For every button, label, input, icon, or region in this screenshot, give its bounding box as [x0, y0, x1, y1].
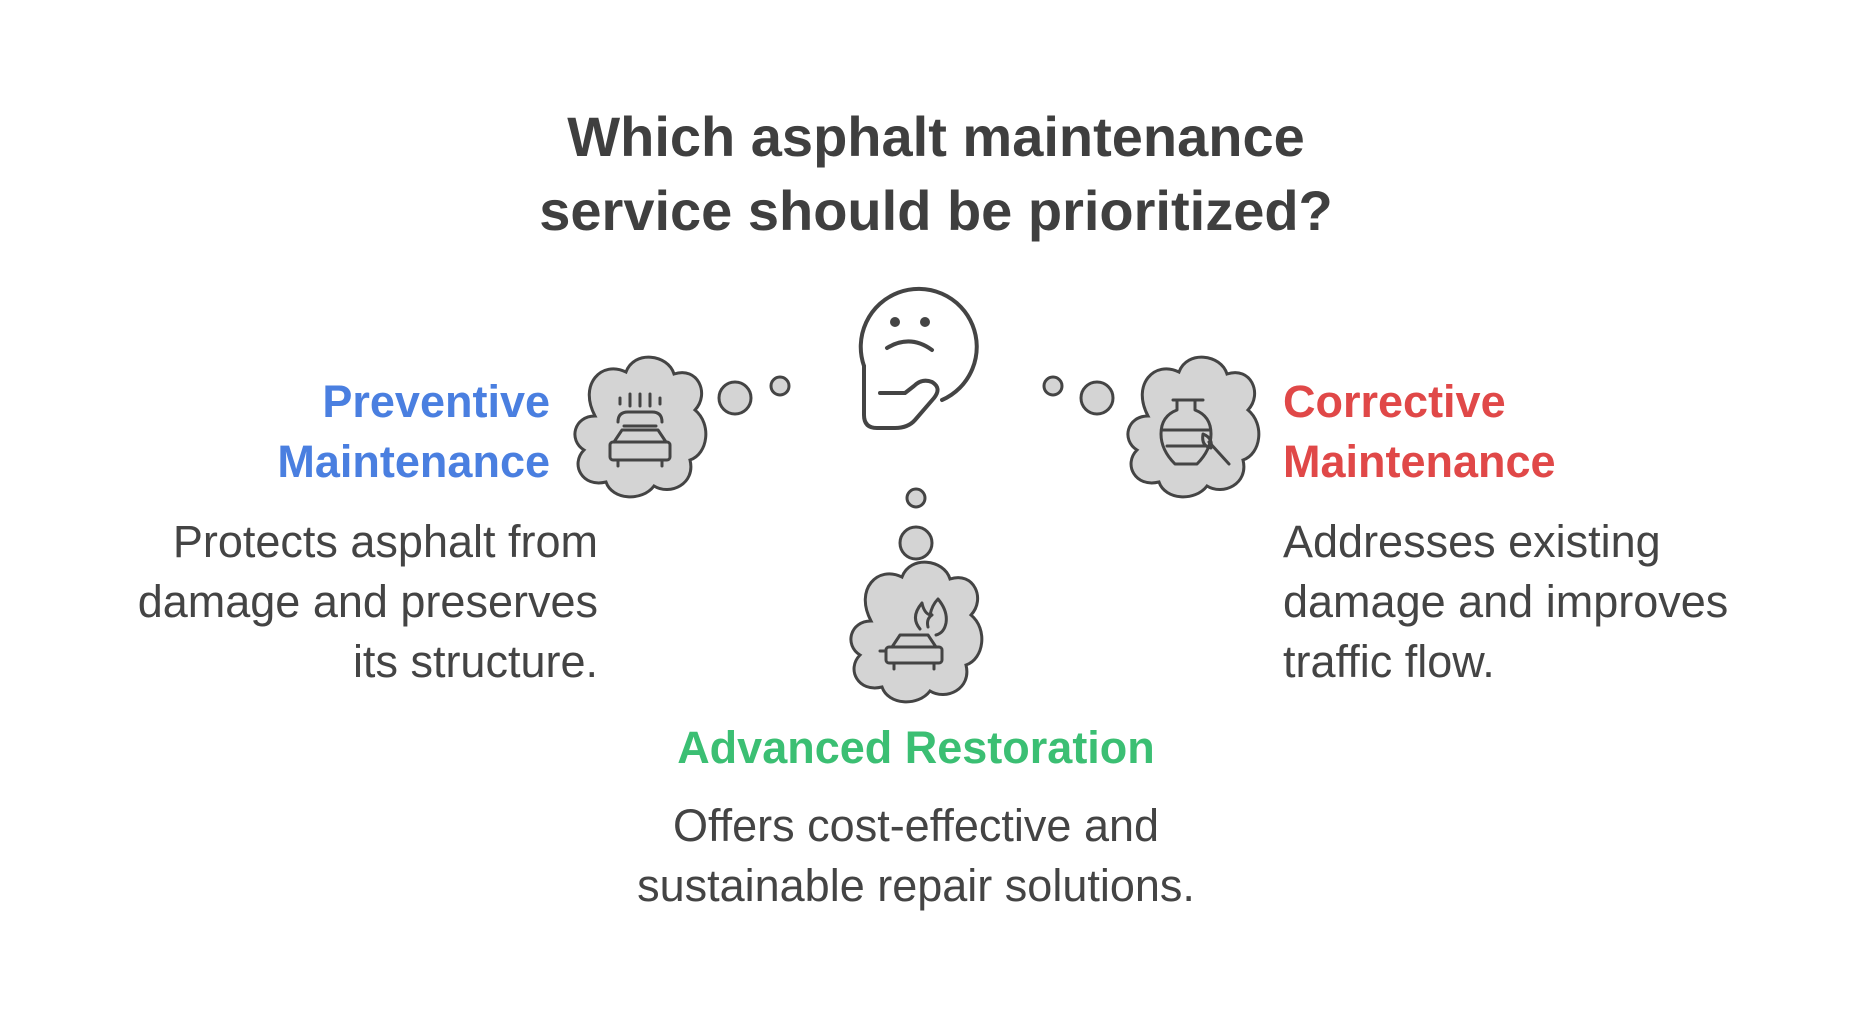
advanced-desc-line-1: Offers cost-effective and	[672, 800, 1160, 851]
preventive-heading-line-2: Maintenance	[277, 436, 550, 487]
corrective-desc-line-1: Addresses existing	[1283, 516, 1661, 567]
title-line-2: service should be prioritized?	[539, 179, 1333, 242]
preventive-desc-line-2: damage and preserves	[137, 576, 598, 627]
car-wash-icon	[608, 392, 672, 468]
advanced-cloud	[849, 560, 984, 704]
corrective-desc-line-2: damage and improves	[1283, 576, 1729, 627]
corrective-heading-line-1: Corrective	[1283, 376, 1506, 427]
thought-dot-bottom-large	[898, 525, 934, 561]
preventive-heading: Preventive Maintenance	[230, 372, 550, 492]
preventive-description: Protects asphalt from damage and preserv…	[80, 512, 598, 692]
corrective-cloud	[1126, 355, 1261, 499]
corrective-heading: Corrective Maintenance	[1283, 372, 1703, 492]
preventive-desc-line-1: Protects asphalt from	[172, 516, 598, 567]
preventive-heading-line-1: Preventive	[322, 376, 550, 427]
thought-dot-right-small	[1042, 375, 1064, 397]
page-title: Which asphalt maintenance service should…	[336, 100, 1536, 248]
advanced-desc-line-2: sustainable repair solutions.	[637, 860, 1195, 911]
thought-dot-left-small	[769, 375, 791, 397]
advanced-description: Offers cost-effective and sustainable re…	[516, 796, 1316, 916]
advanced-heading: Advanced Restoration	[677, 722, 1155, 773]
thinking-face-icon	[858, 286, 979, 430]
thought-dot-right-large	[1079, 380, 1115, 416]
thought-dot-bottom-small	[905, 487, 927, 509]
corrective-heading-line-2: Maintenance	[1283, 436, 1556, 487]
preventive-desc-line-3: its structure.	[352, 636, 598, 687]
title-line-1: Which asphalt maintenance	[567, 105, 1305, 168]
pot-and-brush-icon	[1159, 398, 1231, 466]
corrective-description: Addresses existing damage and improves t…	[1283, 512, 1843, 692]
thought-dot-left-large	[717, 380, 753, 416]
car-fire-icon	[878, 597, 948, 671]
corrective-desc-line-3: traffic flow.	[1283, 636, 1495, 687]
preventive-cloud	[573, 355, 708, 499]
